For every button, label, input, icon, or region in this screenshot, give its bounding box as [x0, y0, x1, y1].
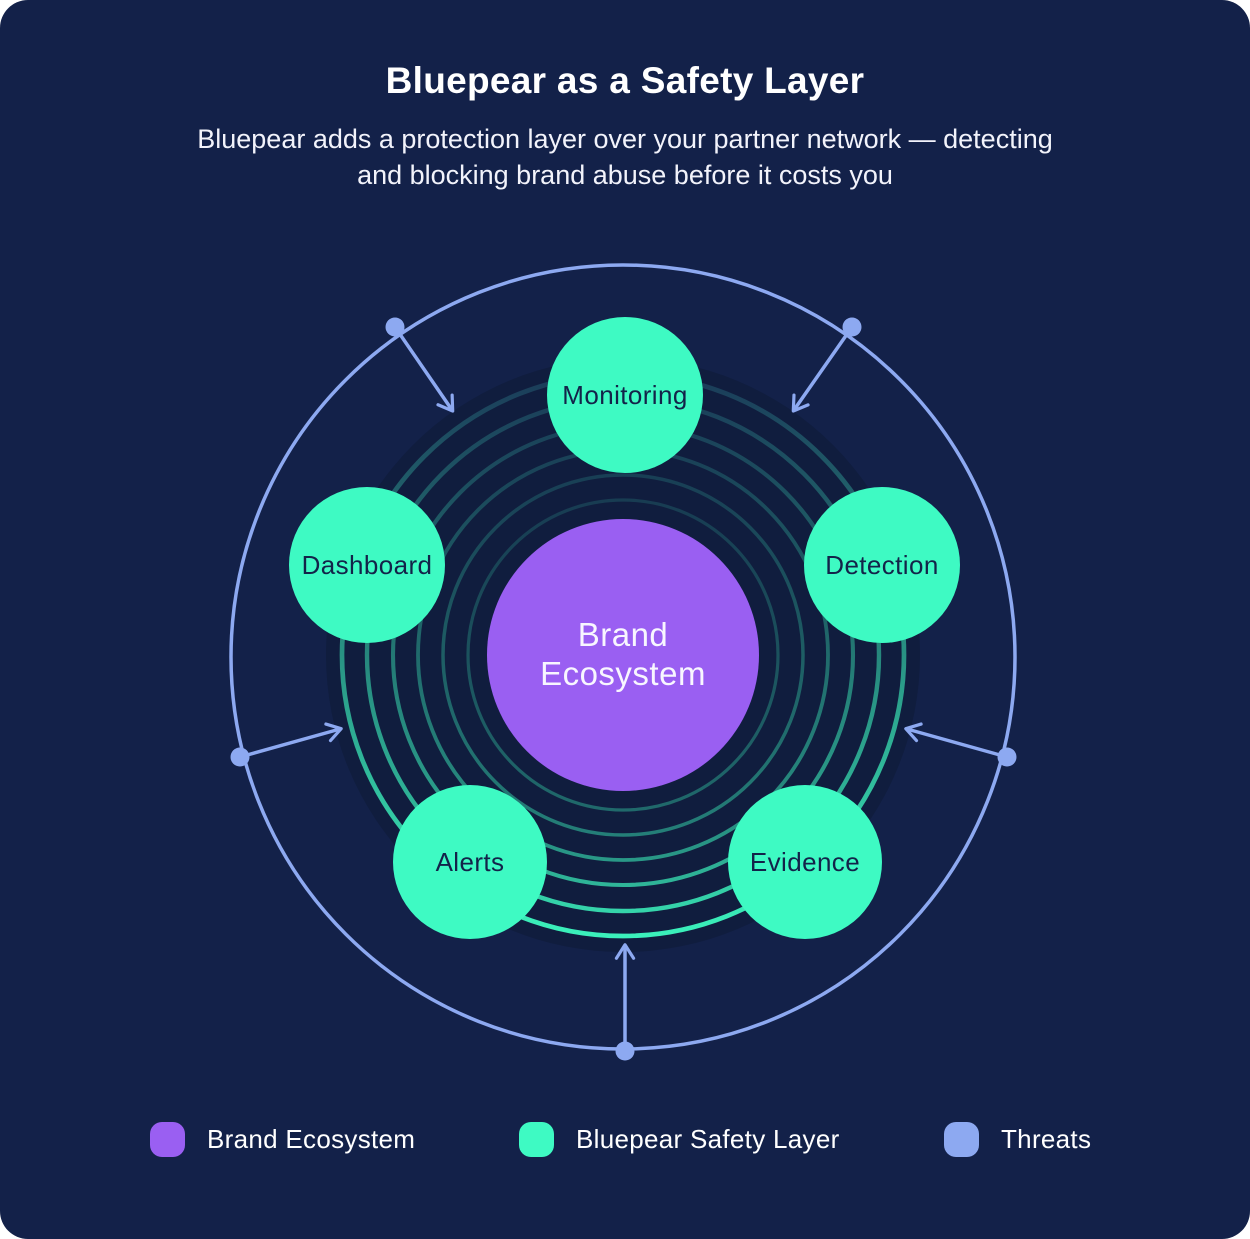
threat-dot-top-left	[385, 317, 405, 337]
threat-arrow-top-left	[393, 325, 455, 413]
threat-arrow-top-right	[791, 325, 854, 413]
node-circle-dashboard	[289, 487, 445, 643]
threat-dot-bottom	[615, 1041, 635, 1061]
threat-dot-top-right	[842, 317, 862, 337]
node-circle-evidence	[728, 785, 882, 939]
node-label-alerts: Alerts	[436, 847, 505, 877]
node-label-dashboard: Dashboard	[302, 550, 433, 580]
node-label-evidence: Evidence	[750, 847, 860, 877]
node-label-detection: Detection	[825, 550, 938, 580]
brand-ecosystem-label-line2: Ecosystem	[540, 655, 706, 692]
node-circle-alerts	[393, 785, 547, 939]
legend-label-safety-layer: Bluepear Safety Layer	[576, 1123, 840, 1154]
page-subtitle: Bluepear adds a protection layer over yo…	[197, 124, 1053, 190]
legend-item-brand-ecosystem: Brand Ecosystem	[150, 1121, 415, 1157]
threat-arrow-left	[238, 722, 343, 759]
legend-swatch-brand-ecosystem	[150, 1121, 185, 1157]
node-label-monitoring: Monitoring	[562, 380, 687, 410]
page-title: Bluepear as a Safety Layer	[385, 60, 865, 101]
threat-dot-left	[230, 747, 250, 767]
brand-ecosystem: Brand Ecosystem	[487, 519, 759, 791]
node-circle-monitoring	[547, 317, 703, 473]
legend-swatch-safety-layer	[519, 1121, 554, 1157]
threat-arrow-right	[904, 722, 1009, 759]
threat-dot-right	[997, 747, 1017, 767]
safety-ring-2	[441, 473, 805, 837]
legend-item-threats: Threats	[944, 1121, 1091, 1157]
legend-label-brand-ecosystem: Brand Ecosystem	[207, 1123, 416, 1154]
legend-label-threats: Threats	[1001, 1123, 1092, 1154]
legend-swatch-threats	[944, 1121, 979, 1157]
node-circle-detection	[804, 487, 960, 643]
threat-dots	[230, 317, 1017, 1061]
safety-ring-1	[466, 498, 780, 812]
legend-item-safety-layer: Bluepear Safety Layer	[519, 1121, 840, 1157]
legend: Brand Ecosystem Bluepear Safety Layer Th…	[0, 1121, 1250, 1157]
threat-arrows	[238, 325, 1009, 1053]
brand-ecosystem-label-line1: Brand	[578, 616, 669, 653]
brand-ecosystem-circle	[487, 519, 759, 791]
safety-nodes: Monitoring Dashboard Detection Alerts Ev…	[289, 317, 960, 939]
